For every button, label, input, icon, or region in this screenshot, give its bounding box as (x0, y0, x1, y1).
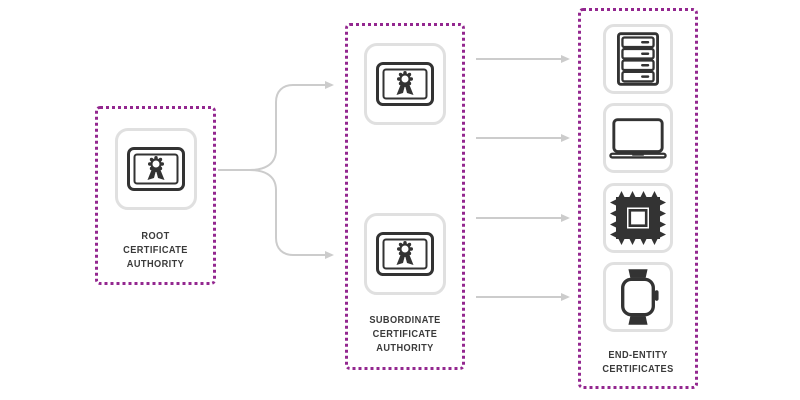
subordinate-ca-label-line1: SUBORDINATE (369, 315, 441, 326)
root-ca-box: ROOT CERTIFICATE AUTHORITY (95, 106, 216, 285)
arrow-root-to-subca-top (218, 81, 334, 171)
end-entity-box: END-ENTITY CERTIFICATES (578, 8, 698, 389)
subordinate-ca-label-line2: CERTIFICATE (372, 329, 438, 340)
subordinate-certificate-tile-bottom (364, 213, 446, 295)
root-ca-label: ROOT CERTIFICATE AUTHORITY (103, 230, 209, 272)
server-icon (617, 32, 659, 86)
end-entity-label: END-ENTITY CERTIFICATES (586, 349, 691, 377)
root-ca-label-line1: ROOT (141, 231, 170, 242)
smartwatch-tile (603, 262, 673, 332)
subordinate-ca-box: SUBORDINATE CERTIFICATE AUTHORITY (345, 23, 465, 370)
chip-icon (610, 191, 666, 245)
end-entity-label-line2: CERTIFICATES (602, 364, 674, 375)
certificate-icon (376, 232, 434, 276)
certificate-icon (126, 147, 185, 191)
subordinate-ca-label-line3: AUTHORITY (376, 343, 434, 354)
subordinate-certificate-tile-top (364, 43, 446, 125)
root-ca-label-line3: AUTHORITY (126, 259, 185, 270)
chip-tile (603, 183, 673, 253)
laptop-icon (609, 117, 667, 159)
end-entity-label-line1: END-ENTITY (608, 350, 668, 361)
laptop-tile (603, 103, 673, 173)
smartwatch-icon (621, 269, 659, 325)
certificate-icon (376, 62, 434, 106)
arrow-root-to-subca-bottom (249, 169, 334, 259)
root-certificate-tile (114, 128, 197, 210)
subordinate-ca-label: SUBORDINATE CERTIFICATE AUTHORITY (353, 314, 458, 356)
server-tile (603, 24, 673, 94)
root-ca-label-line2: CERTIFICATE (123, 245, 188, 256)
